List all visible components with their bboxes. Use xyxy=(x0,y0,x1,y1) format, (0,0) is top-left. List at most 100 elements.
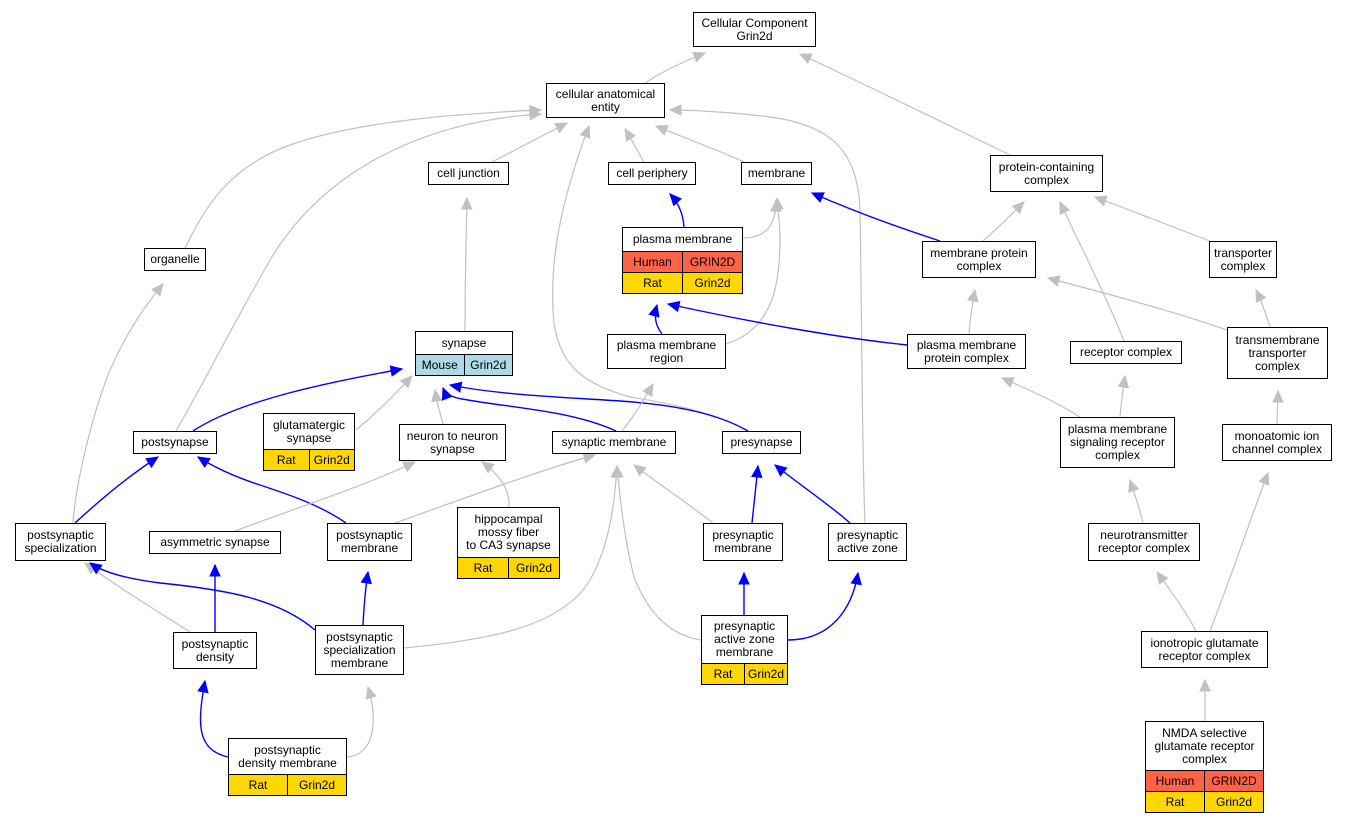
node-cellular-anatomical-entity[interactable]: cellular anatomical entity xyxy=(546,83,665,118)
node-label: glutamatergic synapse xyxy=(272,417,346,445)
edge-postsynaptic-density-membrane-to-postsynaptic-density xyxy=(197,679,229,758)
edge-receptor-complex-to-protein-containing-complex xyxy=(1059,200,1125,342)
species-cell: Rat xyxy=(248,778,268,792)
edge-transporter-complex-to-protein-containing-complex xyxy=(1093,195,1211,242)
node-plasma-membrane-protein-complex[interactable]: plasma membrane protein complex xyxy=(907,334,1026,369)
arrowhead xyxy=(360,570,372,585)
edge-synapse-to-cell-junction xyxy=(460,196,473,332)
species-cell: Rat xyxy=(276,453,296,467)
edge-neuron-to-neuron-synapse-to-synapse xyxy=(431,388,444,425)
edge-postsynapse-to-cellular-anatomical-entity xyxy=(175,108,543,432)
node-cell-periphery[interactable]: cell periphery xyxy=(608,162,696,185)
node-membrane[interactable]: membrane xyxy=(741,162,812,185)
node-plasma-membrane-signaling-receptor-complex[interactable]: plasma membrane signaling receptor compl… xyxy=(1060,417,1175,468)
node-organelle[interactable]: organelle xyxy=(144,248,206,271)
arrowhead xyxy=(529,108,543,121)
arrowhead xyxy=(772,196,784,210)
node-postsynaptic-specialization[interactable]: postsynaptic specialization xyxy=(15,523,106,561)
gene-cell: Grin2d xyxy=(1204,792,1263,812)
node-synaptic-membrane[interactable]: synaptic membrane xyxy=(552,431,676,454)
arrowhead xyxy=(612,464,624,478)
node-label: postsynaptic membrane xyxy=(336,528,403,555)
arrowhead xyxy=(151,283,164,297)
node-label: cellular anatomical entity xyxy=(555,86,656,114)
node-postsynaptic-membrane[interactable]: postsynaptic membrane xyxy=(327,523,412,561)
node-presynaptic-active-zone[interactable]: presynaptic active zone xyxy=(828,523,907,561)
node-protein-containing-complex[interactable]: protein-containing complex xyxy=(990,155,1103,192)
edge-synaptic-membrane-to-synapse xyxy=(441,386,617,432)
node-presynapse[interactable]: presynapse xyxy=(722,431,801,454)
arrowhead xyxy=(1046,275,1061,287)
arrowhead xyxy=(145,456,160,469)
arrowhead xyxy=(554,122,569,134)
node-label: transmembrane transporter complex xyxy=(1235,332,1320,373)
species-cell: Rat xyxy=(473,561,493,575)
edge-postsynaptic-density-to-asymmetric-synapse xyxy=(209,563,221,632)
arrowhead xyxy=(738,571,750,585)
gene-cell: Grin2d xyxy=(508,558,559,578)
node-label: hippocampal mossy fiber to CA3 synapse xyxy=(466,512,551,552)
node-label: presynapse xyxy=(730,435,793,449)
edge-transmembrane-transporter-complex-to-transporter-complex xyxy=(1255,288,1271,328)
arrowhead xyxy=(654,125,669,136)
node-membrane-protein-complex[interactable]: membrane protein complex xyxy=(922,241,1036,278)
arrowhead xyxy=(810,192,825,203)
node-label: synapse xyxy=(441,335,487,350)
node-postsynapse[interactable]: postsynapse xyxy=(133,431,217,454)
node-cellular-component[interactable]: Cellular Component Grin2d xyxy=(693,12,816,47)
node-transporter-complex[interactable]: transporter complex xyxy=(1209,241,1277,278)
arrowhead xyxy=(666,300,681,313)
edge-ionotropic-glutamate-receptor-complex-to-monoatomic-ion-channel-complex xyxy=(1209,471,1270,632)
node-postsynaptic-specialization-membrane[interactable]: postsynaptic specialization membrane xyxy=(315,625,404,675)
edge-plasma-membrane-signaling-receptor-complex-to-receptor-complex xyxy=(1117,374,1130,418)
arrowhead xyxy=(431,388,443,403)
node-label: protein-containing complex xyxy=(998,159,1095,187)
species-cell: Mouse xyxy=(421,358,458,372)
arrowhead xyxy=(402,461,417,473)
node-receptor-complex[interactable]: receptor complex xyxy=(1070,341,1182,364)
arrowhead xyxy=(197,679,209,694)
node-postsynaptic-density[interactable]: postsynaptic density xyxy=(173,632,257,669)
edge-postsynapse-to-synapse xyxy=(192,365,404,432)
arrowhead xyxy=(648,303,660,318)
arrowhead xyxy=(1059,200,1071,215)
edge-postsynaptic-density-membrane-to-postsynaptic-specialization-membrane xyxy=(346,685,377,758)
node-neurotransmitter-receptor-complex[interactable]: neurotransmitter receptor complex xyxy=(1088,523,1200,561)
edge-postsynaptic-specialization-membrane-to-postsynaptic-membrane xyxy=(360,570,372,626)
node-nmda-receptor-complex[interactable]: NMDA selective glutamate receptor comple… xyxy=(1145,721,1264,813)
species-row: Rat Grin2d xyxy=(229,774,346,795)
node-monoatomic-ion-channel-complex[interactable]: monoatomic ion channel complex xyxy=(1222,424,1332,461)
edge-cellular-anatomical-entity-to-cellular-component xyxy=(644,51,707,84)
gene-cell: Grin2d xyxy=(682,273,742,293)
node-neuron-to-neuron-synapse[interactable]: neuron to neuron synapse xyxy=(399,424,506,461)
node-transmembrane-transporter-complex[interactable]: transmembrane transporter complex xyxy=(1227,327,1328,379)
edge-presynapse-to-cellular-anatomical-entity xyxy=(552,124,749,432)
node-presynaptic-membrane[interactable]: presynaptic membrane xyxy=(703,523,783,561)
edge-postsynaptic-specialization-to-organelle xyxy=(72,283,164,524)
arrowhead xyxy=(89,562,103,575)
arrowhead xyxy=(850,571,862,586)
node-label: monoatomic ion channel complex xyxy=(1231,428,1323,456)
gene-cell: GRIN2D xyxy=(1204,771,1263,791)
arrowhead xyxy=(399,375,413,389)
node-cell-junction[interactable]: cell junction xyxy=(428,162,509,185)
node-label: plasma membrane region xyxy=(616,337,717,365)
gene-cell: Grin2d xyxy=(287,775,346,795)
node-asymmetric-synapse[interactable]: asymmetric synapse xyxy=(149,531,281,554)
edge-presynaptic-membrane-to-presynapse xyxy=(751,464,763,524)
node-ionotropic-glutamate-receptor-complex[interactable]: ionotropic glutamate receptor complex xyxy=(1141,631,1268,668)
edge-presynaptic-active-zone-membrane-to-presynaptic-membrane xyxy=(738,571,750,615)
node-label: transporter complex xyxy=(1213,245,1273,273)
node-label: synaptic membrane xyxy=(561,435,667,449)
node-plasma-membrane-region[interactable]: plasma membrane region xyxy=(607,334,726,369)
node-label: postsynapse xyxy=(141,435,209,449)
